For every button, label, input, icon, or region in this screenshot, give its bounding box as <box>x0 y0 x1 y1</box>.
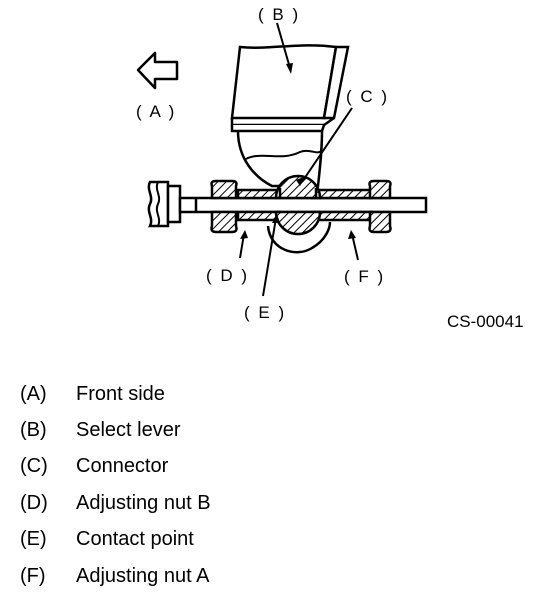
callout-d: ( D ) <box>206 266 249 285</box>
legend-item: (C) Connector <box>20 449 440 485</box>
leader-d-arrowhead <box>240 230 248 239</box>
front-side-arrow-icon <box>136 51 179 90</box>
legend-key: (B) <box>20 419 47 442</box>
legend-item: (D) Adjusting nut B <box>20 485 440 521</box>
legend-text: Adjusting nut A <box>76 564 210 587</box>
callout-c: ( C ) <box>346 87 389 106</box>
figure-id: CS-00041 <box>447 312 524 331</box>
legend-key: (F) <box>20 564 46 587</box>
leader-e <box>262 217 277 297</box>
select-lever <box>230 44 350 254</box>
legend-item: (B) Select lever <box>20 412 440 448</box>
leader-f-arrowhead <box>348 230 356 239</box>
adjusting-nut-a <box>368 179 392 234</box>
select-lever-diagram: ( A ) ( B ) <box>136 5 428 322</box>
legend-text: Adjusting nut B <box>76 491 211 514</box>
legend-key: (C) <box>20 455 48 478</box>
adjusting-nut-b <box>210 179 238 234</box>
leader-c <box>301 107 353 183</box>
legend-text: Front side <box>76 382 165 405</box>
legend-text: Contact point <box>76 528 194 551</box>
legend-list: (A) Front side (B) Select lever (C) Conn… <box>20 376 440 594</box>
leader-c-arrowhead <box>296 176 306 186</box>
legend-item: (F) Adjusting nut A <box>20 558 440 594</box>
legend-item: (A) Front side <box>20 376 440 412</box>
legend-text: Select lever <box>76 419 181 442</box>
leader-e-arrowhead <box>272 214 280 223</box>
legend-key: (E) <box>20 528 47 551</box>
leader-b <box>276 22 291 69</box>
legend-item: (E) Contact point <box>20 522 440 558</box>
callout-f: ( F ) <box>344 267 385 286</box>
callout-e: ( E ) <box>244 303 286 322</box>
legend-key: (D) <box>20 491 48 514</box>
leader-b-arrowhead <box>286 63 293 74</box>
legend-text: Connector <box>76 455 169 478</box>
callout-b: ( B ) <box>258 5 300 24</box>
legend-key: (A) <box>20 382 47 405</box>
callout-a: ( A ) <box>136 102 176 121</box>
